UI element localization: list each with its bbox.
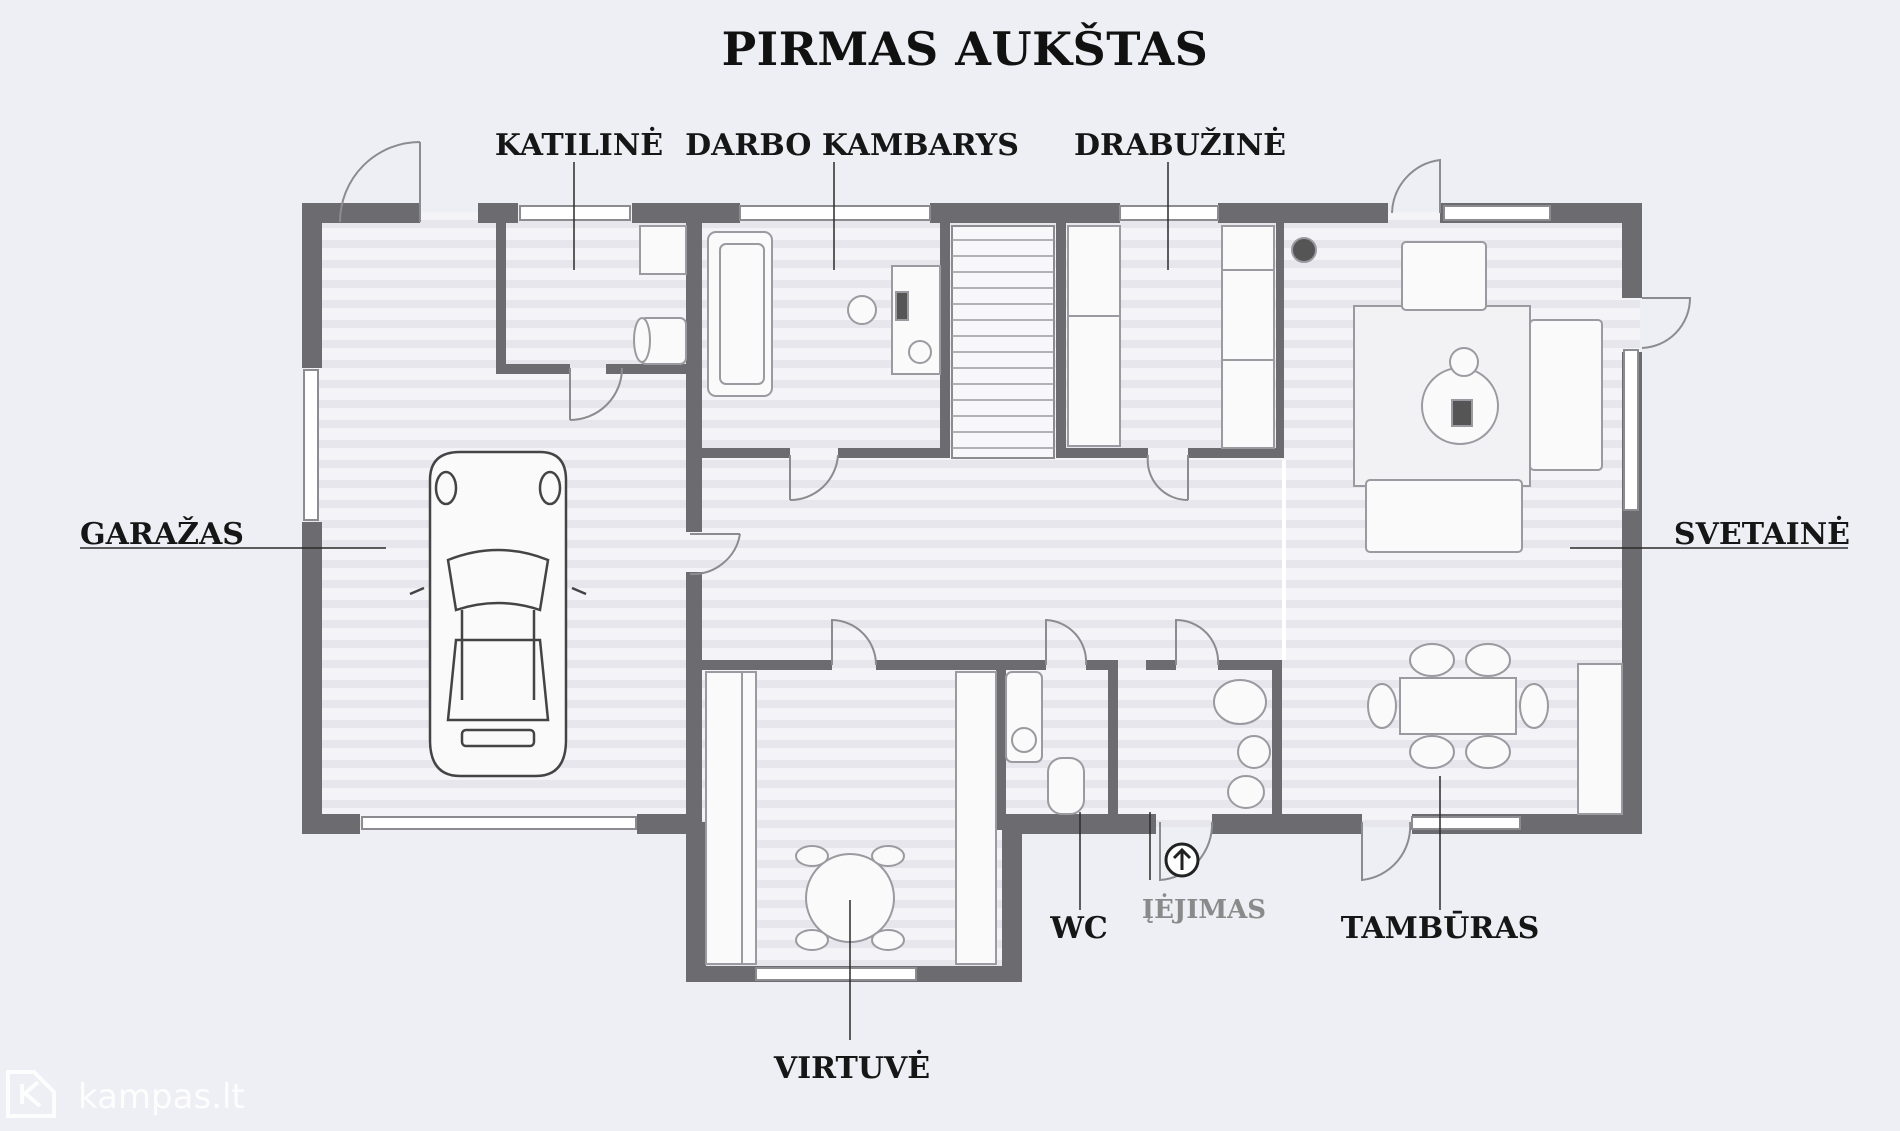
watermark-text: kampas.lt	[78, 1077, 245, 1117]
plan-title: PIRMAS AUKŠTAS	[721, 22, 1209, 76]
boiler-fixtures	[633, 225, 687, 365]
doors	[339, 141, 1692, 882]
label-garazas: GARAŽAS	[80, 516, 244, 552]
entrance-arrow-icon	[1164, 842, 1200, 878]
walls	[302, 203, 1642, 982]
label-iejimas: ĮĖJIMAS	[1142, 893, 1266, 925]
office-furniture	[707, 231, 941, 397]
staircase	[951, 225, 1055, 459]
kampas-logo-icon	[6, 1070, 56, 1118]
car-icon	[409, 450, 587, 778]
living-room-furniture	[1291, 237, 1603, 553]
leader-lines	[80, 162, 1848, 1040]
label-virtuve: VIRTUVĖ	[773, 1049, 930, 1086]
windows	[303, 205, 1639, 981]
wc-fixtures	[1005, 671, 1271, 815]
label-katiline: KATILINĖ	[495, 126, 663, 163]
dining-furniture	[1367, 643, 1623, 815]
label-tamburas: TAMBŪRAS	[1341, 910, 1540, 946]
label-svetaine: SVETAINĖ	[1674, 515, 1850, 552]
label-drabuzine: DRABUŽINĖ	[1074, 126, 1286, 163]
watermark: kampas.lt	[6, 1070, 245, 1118]
label-darbo-kambarys: DARBO KAMBARYS	[685, 128, 1019, 163]
closet-furniture	[1067, 225, 1275, 449]
kitchen-furniture	[705, 671, 997, 965]
label-wc: WC	[1049, 911, 1108, 946]
